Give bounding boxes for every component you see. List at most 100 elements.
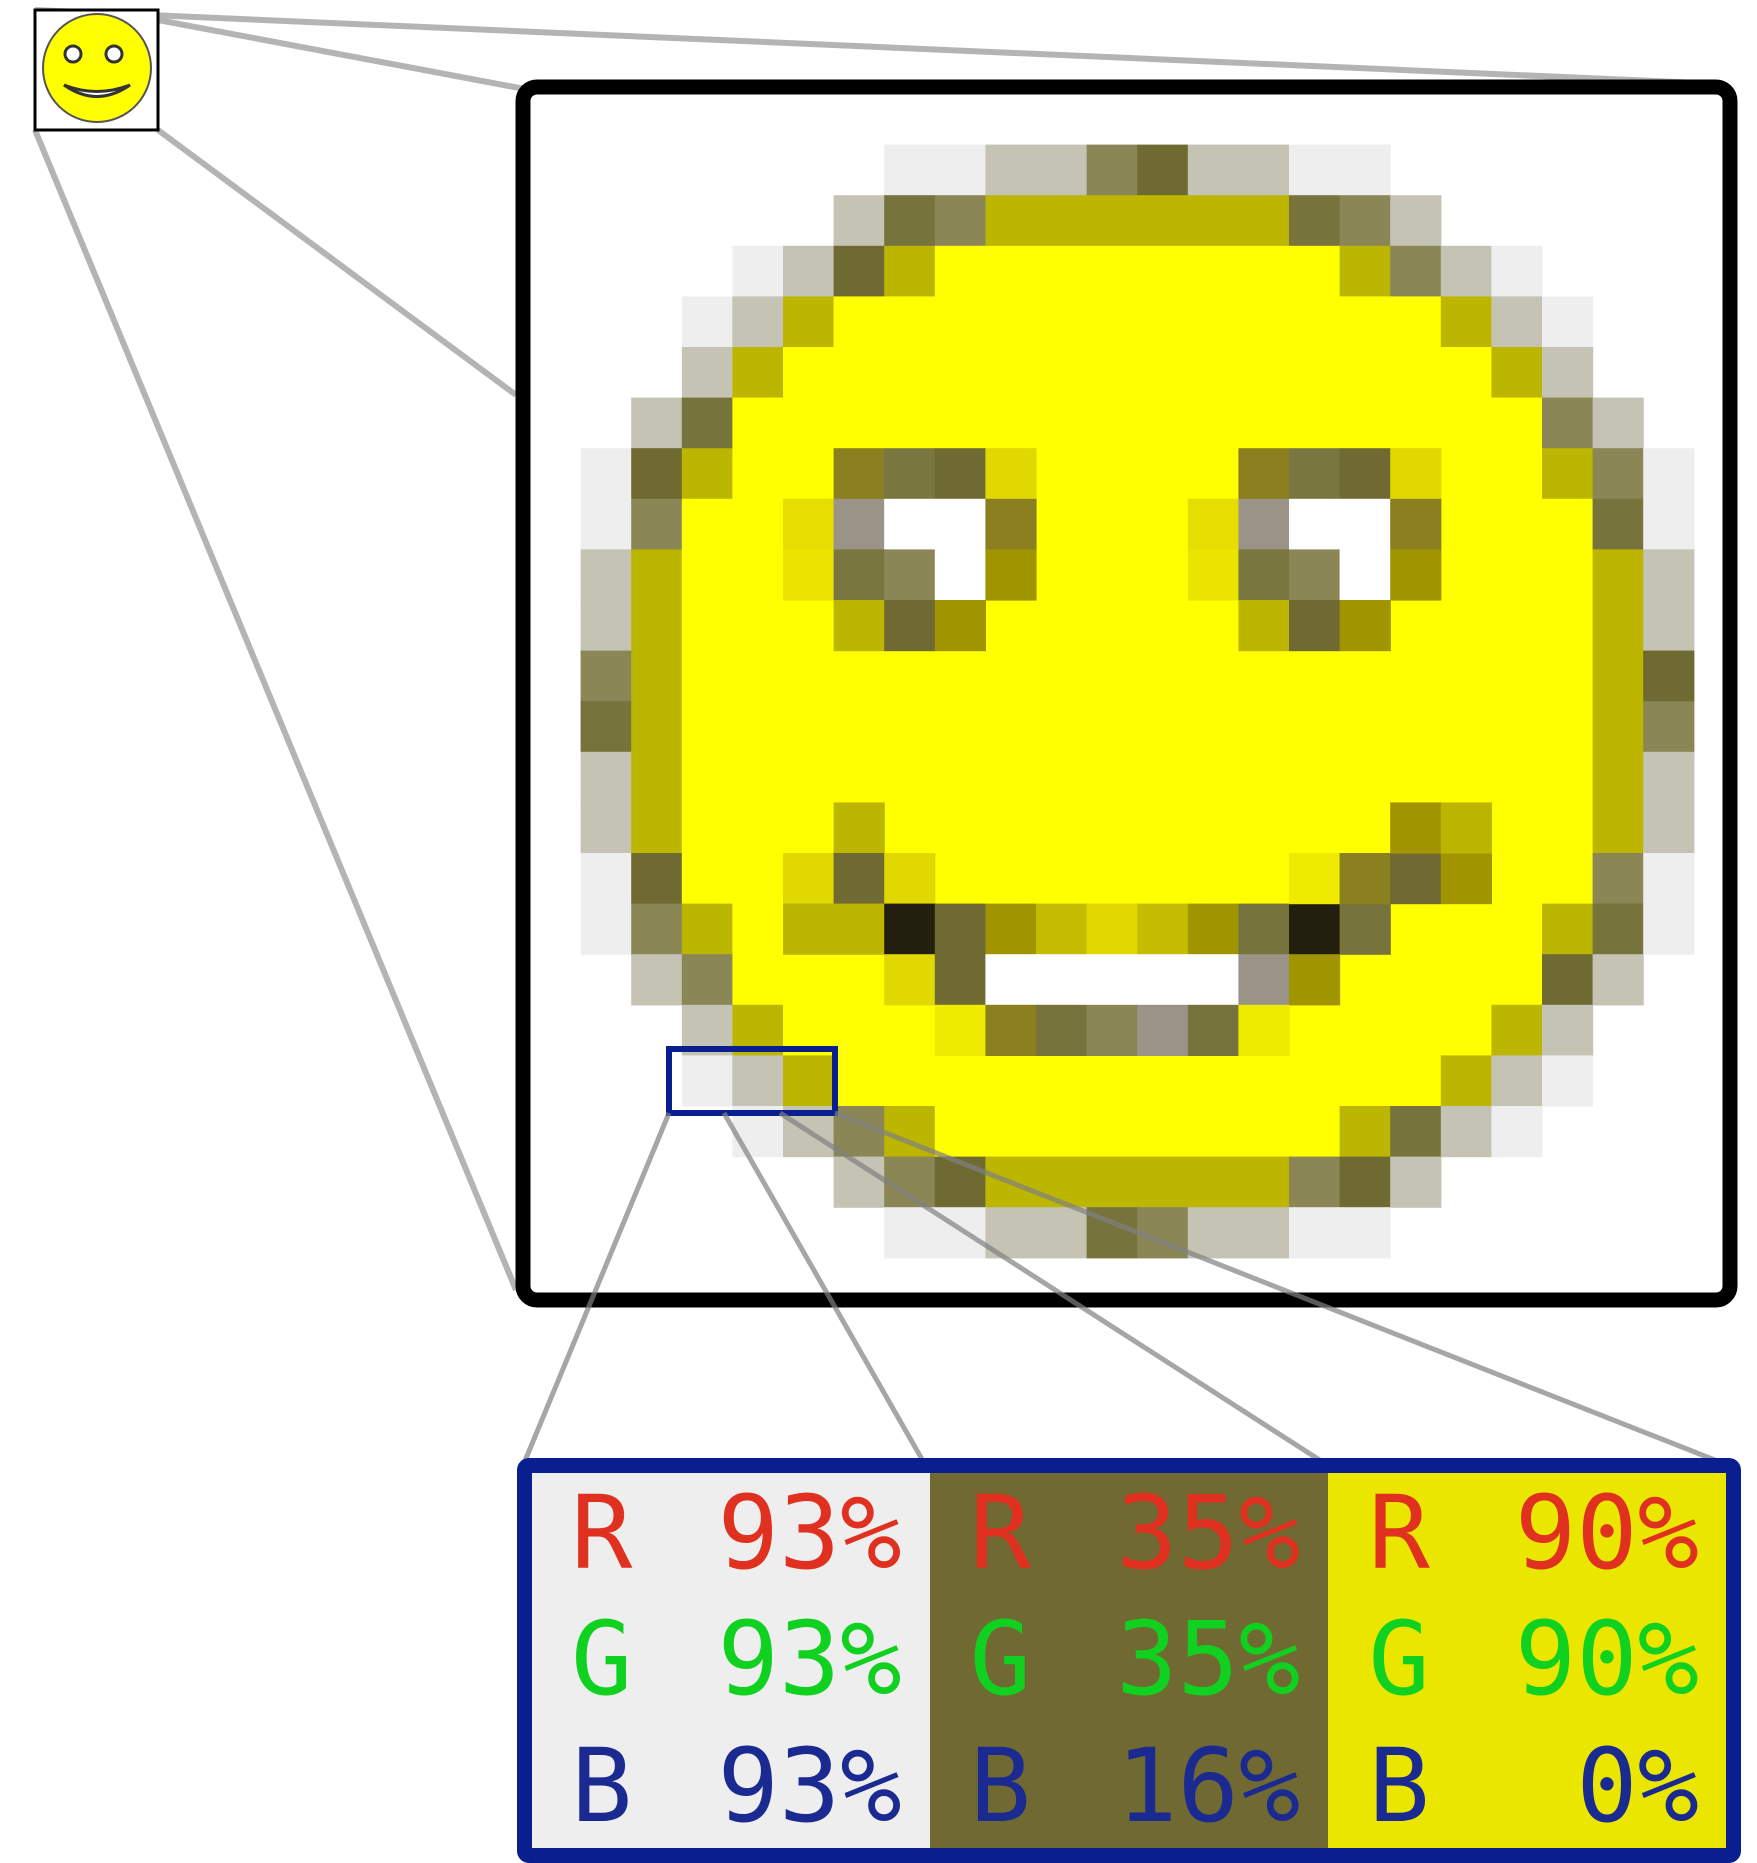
face-edge-pixel	[985, 195, 1036, 246]
face-pixel	[732, 549, 783, 600]
antialias-pixel	[1390, 195, 1441, 246]
face-pixel	[985, 600, 1036, 651]
face-pixel	[732, 802, 783, 853]
outline-pixel	[1137, 145, 1188, 196]
face-pixel	[732, 600, 783, 651]
blue-channel-label: B	[958, 1736, 1072, 1838]
face-edge-pixel	[884, 246, 935, 297]
face-edge-pixel	[1340, 1106, 1391, 1157]
face-pixel	[1340, 296, 1391, 347]
face-edge-pixel	[1491, 1005, 1542, 1056]
face-pixel	[1441, 954, 1492, 1005]
antialias-pixel	[1491, 246, 1542, 297]
face-pixel	[935, 853, 986, 904]
mouth-pixel	[1390, 802, 1441, 853]
face-pixel	[884, 701, 935, 752]
face-pixel	[1390, 752, 1441, 803]
eye-pixel	[1238, 549, 1289, 600]
face-pixel	[1087, 1106, 1138, 1157]
antialias-pixel	[834, 195, 885, 246]
face-pixel	[884, 1005, 935, 1056]
face-pixel	[1542, 701, 1593, 752]
face-pixel	[783, 600, 834, 651]
face-pixel	[1087, 802, 1138, 853]
green-channel-value: 90%	[1471, 1609, 1699, 1711]
red-channel-value: 35%	[1072, 1483, 1300, 1585]
mouth-pixel	[935, 1005, 986, 1056]
face-pixel	[1188, 296, 1239, 347]
face-pixel	[682, 701, 733, 752]
antialias-pixel	[1340, 145, 1391, 196]
antialias-pixel	[1643, 853, 1694, 904]
face-pixel	[1188, 398, 1239, 449]
mouth-pixel	[1087, 954, 1138, 1005]
face-pixel	[1491, 549, 1542, 600]
eye-pixel	[834, 549, 885, 600]
eye-pixel	[985, 448, 1036, 499]
mouth-pixel	[1188, 954, 1239, 1005]
antialias-pixel	[1643, 802, 1694, 853]
face-pixel	[1238, 802, 1289, 853]
green-channel-label: G	[559, 1609, 673, 1711]
antialias-pixel	[1441, 246, 1492, 297]
antialias-pixel	[1036, 1207, 1087, 1258]
mouth-pixel	[884, 954, 935, 1005]
outline-pixel	[631, 499, 682, 550]
antialias-pixel	[1289, 145, 1340, 196]
face-pixel	[1188, 752, 1239, 803]
eye-pixel	[1340, 600, 1391, 651]
face-pixel	[1238, 296, 1289, 347]
antialias-pixel	[1441, 1106, 1492, 1157]
face-pixel	[1491, 499, 1542, 550]
eye-pixel	[1238, 448, 1289, 499]
antialias-pixel	[985, 145, 1036, 196]
red-channel-label: R	[559, 1483, 673, 1585]
mouth-pixel	[935, 954, 986, 1005]
antialias-pixel	[1491, 296, 1542, 347]
face-edge-pixel	[631, 549, 682, 600]
face-pixel	[783, 802, 834, 853]
face-edge-pixel	[1137, 1157, 1188, 1208]
face-pixel	[1137, 701, 1188, 752]
smiley-face-icon	[43, 14, 151, 122]
face-pixel	[1491, 752, 1542, 803]
face-edge-pixel	[1441, 1055, 1492, 1106]
eye-pixel	[1289, 499, 1340, 550]
red-channel-value: 90%	[1471, 1483, 1699, 1585]
face-edge-pixel	[732, 347, 783, 398]
face-pixel	[1087, 853, 1138, 904]
blue-channel-label: B	[1356, 1736, 1470, 1838]
pixel-sample-3: R 90% G 90% B 0%	[1328, 1471, 1727, 1850]
green-channel-label: G	[1356, 1609, 1470, 1711]
face-pixel	[732, 398, 783, 449]
face-pixel	[1188, 600, 1239, 651]
face-pixel	[1340, 802, 1391, 853]
face-pixel	[1238, 651, 1289, 702]
face-pixel	[732, 904, 783, 955]
blue-channel-label: B	[559, 1736, 673, 1838]
mouth-pixel	[1340, 853, 1391, 904]
face-pixel	[935, 246, 986, 297]
antialias-pixel	[884, 1207, 935, 1258]
face-pixel	[935, 752, 986, 803]
face-pixel	[1441, 499, 1492, 550]
face-pixel	[985, 701, 1036, 752]
eye-pixel	[1238, 499, 1289, 550]
face-pixel	[1289, 752, 1340, 803]
antialias-pixel	[581, 853, 632, 904]
face-pixel	[1036, 246, 1087, 297]
face-pixel	[985, 1106, 1036, 1157]
face-edge-pixel	[631, 802, 682, 853]
face-edge-pixel	[1593, 600, 1644, 651]
face-pixel	[985, 398, 1036, 449]
face-pixel	[1238, 398, 1289, 449]
mouth-pixel	[1188, 904, 1239, 955]
antialias-pixel	[1289, 1207, 1340, 1258]
face-pixel	[1238, 1106, 1289, 1157]
face-pixel	[783, 398, 834, 449]
face-pixel	[1036, 802, 1087, 853]
face-edge-pixel	[1238, 1157, 1289, 1208]
face-pixel	[1188, 701, 1239, 752]
face-pixel	[1542, 549, 1593, 600]
face-pixel	[682, 600, 733, 651]
